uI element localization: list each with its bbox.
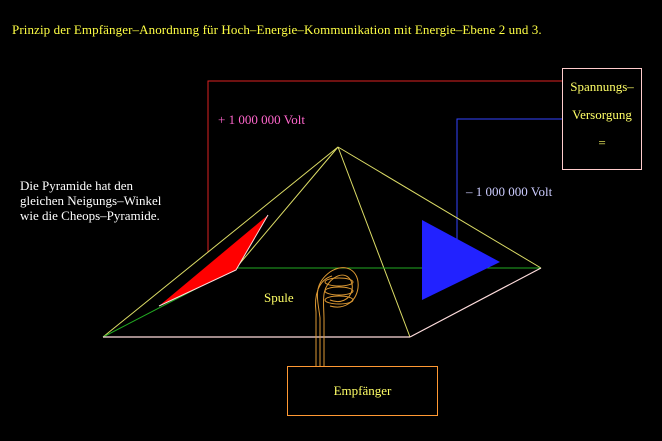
negative-voltage-label: – 1 000 000 Volt — [466, 184, 553, 199]
pyramid-edge-left — [102, 146, 339, 338]
base-right-edge — [409, 267, 542, 338]
red-electrode-plate — [159, 215, 268, 306]
diagram-title: Prinzip der Empfänger–Anordnung für Hoch… — [12, 22, 542, 37]
red-plate-edge — [158, 214, 269, 307]
description-line-3: wie die Cheops–Pyramide. — [20, 208, 160, 223]
pyramid-description: Die Pyramide hat den gleichen Neigungs–W… — [20, 178, 161, 223]
receiver-box: Empfänger — [287, 366, 438, 416]
positive-wire — [207, 80, 562, 252]
blue-electrode-plate — [422, 220, 500, 300]
pyramid-edge-front — [337, 146, 411, 338]
description-line-1: Die Pyramide hat den — [20, 178, 133, 193]
pyramid-edge-back — [235, 146, 339, 269]
coil-label: Spule — [264, 290, 294, 305]
coil-icon — [315, 267, 359, 366]
supply-line-3: = — [598, 135, 606, 150]
positive-voltage-label: + 1 000 000 Volt — [218, 112, 306, 127]
supply-line-2: Versorgung — [572, 107, 632, 122]
supply-line-1: Spannungs– — [570, 79, 634, 94]
receiver-label: Empfänger — [333, 383, 392, 398]
power-supply-box: Spannungs– Versorgung = — [562, 68, 642, 170]
description-line-2: gleichen Neigungs–Winkel — [20, 193, 162, 208]
negative-wire — [456, 118, 562, 246]
pyramid-edge-right — [337, 146, 542, 269]
